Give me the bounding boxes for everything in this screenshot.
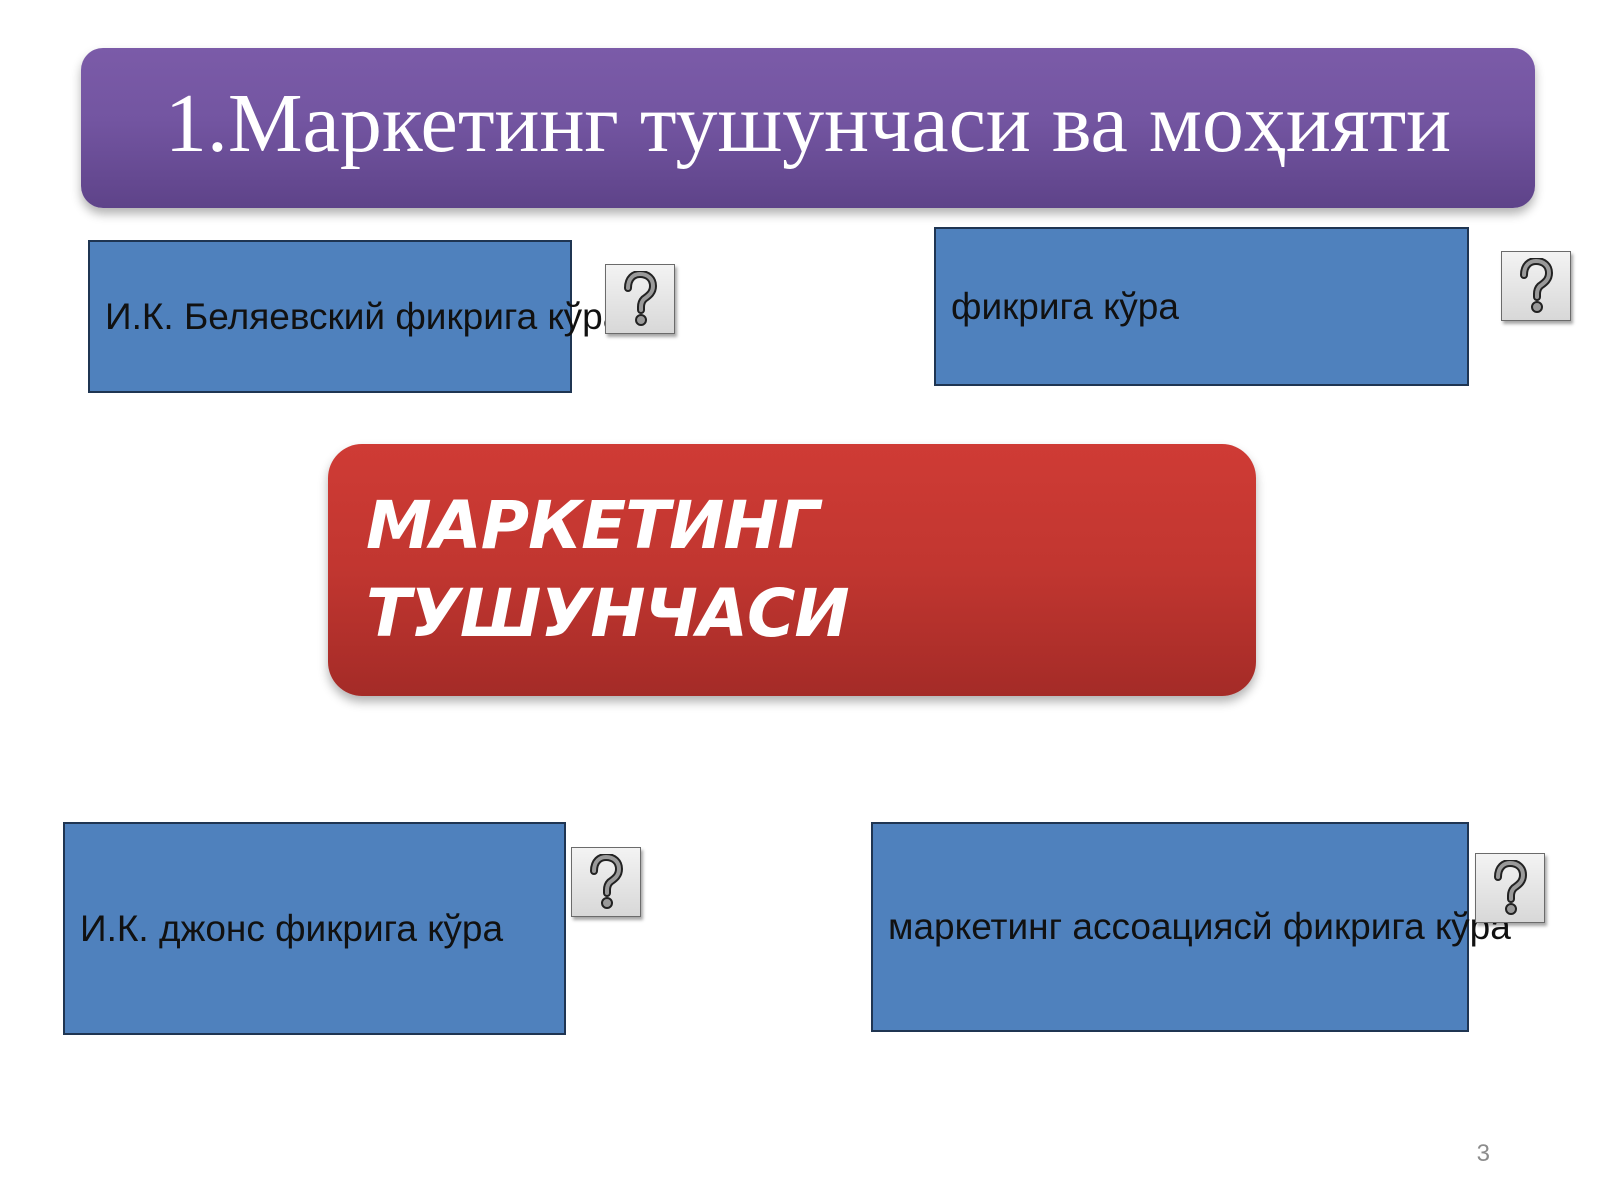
definition-text-top-right: фикрига кўра [951,285,1179,327]
definition-text-bottom-right: маркетинг ассоациясй фикрига кўра [888,906,1511,947]
definition-box-bottom-left: И.К. джонс фикрига кўра [63,822,566,1035]
center-concept-line-1: МАРКЕТИНГ [366,487,820,564]
question-mark-icon [1494,860,1528,915]
center-concept-box: МАРКЕТИНГ ТУШУНЧАСИ [328,444,1256,696]
definition-box-bottom-right: маркетинг ассоациясй фикрига кўра [871,822,1511,1032]
center-concept-line-2: ТУШУНЧАСИ [366,575,850,652]
definition-text-top-left: И.К. Беляевский фикрига кўра [105,295,624,337]
page-number: 3 [1476,1140,1490,1167]
help-button-bottom-right[interactable] [1475,853,1545,923]
question-mark-icon [1520,258,1554,313]
question-mark-icon [624,271,658,326]
question-mark-icon [590,854,624,909]
help-button-bottom-left[interactable] [571,847,641,917]
help-button-top-left[interactable] [605,264,675,334]
title-banner: 1.Маркетинг тушунчаси ва моҳияти [81,48,1535,208]
center-concept-text: МАРКЕТИНГ ТУШУНЧАСИ [328,482,850,658]
help-button-top-right[interactable] [1501,251,1571,321]
definition-box-top-right: фикрига кўра [934,227,1469,386]
definition-box-top-left: И.К. Беляевский фикрига кўра [88,240,623,393]
definition-text-bottom-left: И.К. джонс фикрига кўра [80,907,504,949]
slide-title: 1.Маркетинг тушунчаси ва моҳияти [164,77,1452,170]
